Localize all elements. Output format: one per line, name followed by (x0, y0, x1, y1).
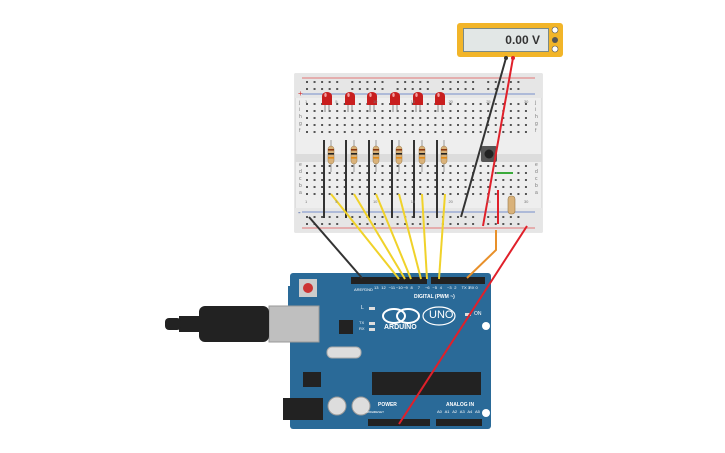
breadboard-row-label: b (535, 183, 538, 189)
analog-pin-label: A2 (452, 409, 458, 414)
breadboard-jumpers (323, 140, 438, 218)
breadboard-column-label: 10 (372, 99, 378, 104)
breadboard-row-label: i (535, 107, 537, 113)
breadboard-column-label: 20 (448, 99, 453, 104)
breadboard-row-label: j (299, 100, 301, 106)
digital-label: DIGITAL (PWM ~) (414, 294, 455, 300)
aref-label: AREF (354, 287, 365, 292)
digital-pin-label: 2 (454, 285, 457, 290)
signal-wires (308, 57, 528, 425)
breadboard-holes (306, 81, 527, 225)
led-group (322, 92, 445, 112)
breadboard-row-label: d (299, 169, 302, 175)
usb-cable[interactable] (165, 306, 269, 342)
on-label: ON (474, 311, 482, 317)
breadboard-column-label: 30 (523, 99, 529, 104)
pushbutton[interactable] (481, 146, 497, 162)
breadboard-row-label: f (535, 128, 537, 134)
led-2[interactable] (345, 92, 355, 112)
resistor-group (327, 140, 448, 172)
digital-pin-label: ~3 (447, 285, 452, 290)
breadboard-row-label: h (299, 114, 302, 120)
breadboard-row-label: b (299, 183, 302, 189)
breadboard-row-label: d (535, 169, 538, 175)
digital-pin-label: ~10 (395, 285, 403, 290)
multimeter-reading: 0.00 V (463, 28, 549, 52)
led-6[interactable] (435, 92, 445, 112)
breadboard-column-label: 30 (523, 199, 529, 204)
arduino-brand-label: ARDUINO (384, 324, 417, 331)
breadboard-row-label: h (535, 114, 538, 120)
digital-pin-label: 7 (417, 285, 421, 290)
analog-label: ANALOG IN (446, 402, 475, 408)
digital-pin-label: 4 (439, 285, 442, 290)
digital-pin-label: ~6 (425, 285, 430, 290)
breadboard-row-label: c (535, 176, 538, 182)
rail-plus-label: + (298, 89, 303, 98)
analog-pin-label: A3 (459, 409, 465, 414)
resistor-4 (395, 140, 403, 172)
breadboard-row-label: e (535, 162, 538, 168)
rail-minus-label: - (298, 208, 301, 217)
resistor-1 (327, 140, 335, 172)
breadboard-column-label: 25 (486, 199, 491, 204)
breadboard-column-label: 1 (305, 99, 308, 104)
l-led-label: L (361, 305, 364, 311)
breadboard-column-label: 20 (448, 199, 453, 204)
tx-label: TX (359, 320, 365, 325)
breadboard-row-label: a (299, 190, 302, 196)
analog-pin-label: A1 (444, 409, 450, 414)
resistor-6 (440, 140, 448, 172)
breadboard-row-label: c (299, 176, 302, 182)
yellow-wires (330, 193, 446, 280)
resistor-2 (350, 140, 358, 172)
breadboard-column-label: 1 (305, 199, 308, 204)
breadboard-column-label: 15 (410, 99, 416, 104)
analog-pin-label: A0 (437, 409, 442, 414)
digital-pin-label: ~9 (403, 285, 408, 290)
pull-resistor (507, 195, 516, 215)
breadboard-column-label: 25 (486, 99, 491, 104)
analog-pin-label: A5 (475, 409, 480, 414)
digital-pin-label: 13 (374, 285, 379, 290)
breadboard-row-label: g (535, 121, 538, 127)
breadboard-row-label: a (535, 190, 538, 196)
digital-pin-label: 8 (410, 285, 413, 290)
rx-label: RX (359, 326, 365, 331)
breadboard-column-label: 10 (372, 199, 378, 204)
breadboard-row-label: e (299, 162, 302, 168)
led-5[interactable] (413, 92, 423, 112)
reset-label: RESET (374, 410, 385, 414)
breadboard-column-label: 15 (410, 199, 416, 204)
digital-pin-label: ~5 (432, 285, 437, 290)
breadboard-row-label: g (299, 121, 302, 127)
led-3[interactable] (367, 92, 377, 112)
resistor-3 (372, 140, 380, 172)
resistor-5 (418, 140, 426, 172)
breadboard-row-label: j (535, 100, 537, 106)
analog-pin-label: A4 (467, 409, 473, 414)
digital-pin-label: TX 1 (461, 285, 471, 290)
breadboard-row-label: f (299, 128, 301, 134)
breadboard-column-label: 5 (335, 199, 338, 204)
breadboard-column-label: 5 (335, 99, 338, 104)
digital-pin-label: 12 (381, 285, 386, 290)
ioref-label: IOREF (366, 410, 376, 414)
led-4[interactable] (390, 92, 400, 112)
power-label: POWER (378, 402, 397, 408)
arduino-board[interactable] (268, 273, 491, 429)
breadboard-row-label: i (299, 107, 301, 113)
arduino-model-label: UNO (429, 309, 454, 321)
gnd-label: GND (364, 287, 373, 292)
led-1[interactable] (322, 92, 332, 112)
digital-pin-label: RX 0 (468, 285, 478, 290)
digital-pin-label: ~11 (388, 285, 396, 290)
